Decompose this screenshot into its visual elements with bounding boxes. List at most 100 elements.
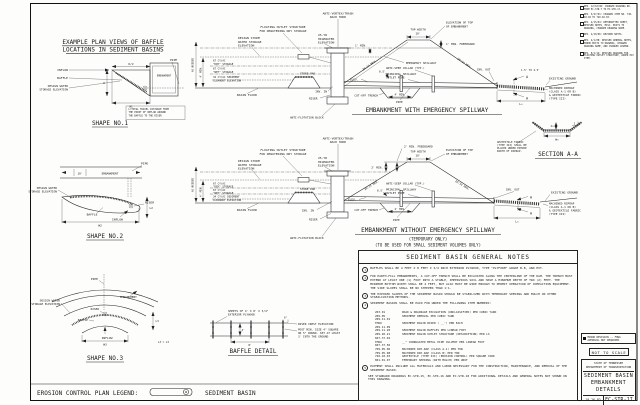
item-no: 203-01 [375,310,386,314]
shape3-dim-bottom: W3 [103,343,107,347]
trash-rack-hood-1 [326,47,349,54]
note-number: 5 [362,364,369,372]
shape2-dim-bottom: W2 [98,224,102,228]
e1-freeboard-label: 1' MIN. FREEBOARD [446,42,475,46]
not-to-scale-stamp: NOT TO SCALE [589,347,629,356]
embankment-with-spillway-title: EMBANKMENT WITH EMERGENCY SPILLWAY [366,107,489,114]
note-text: BAFFLES SHALL BE 4 FEET X 8 FEET X 3/4 I… [370,265,544,270]
shape2-embankment-label: EMBANKMENT [102,171,119,175]
embankment-without-spillway-drawing: ANTI-VORTEX/TRASH RACK HOOD FLOATING OUT… [191,137,582,248]
e2-subtitle-2: (TO BE USED FOR SMALL SEDIMENT VOLUMES O… [375,243,481,248]
e2-design-storm-label2: WATER STORAGE [238,163,262,167]
revision-entry: REV. 8/1/12: REVISED DRAWING FOR FLOATIN… [584,51,634,61]
e1-riprap-label3: & GEOTEXTILE FABRIC [549,93,581,97]
note-text: SEDIMENT BASINS SHALL BE PAID FOR UNDER … [370,301,492,306]
baffle-riser-crest-label: RISER CREST ELEVATION [298,322,334,326]
item-desc: __" CORRUGATED METAL PIPE CULVERT PER LI… [402,339,485,344]
item-no: 709-05.06 [375,346,391,351]
e2-pipe-label: PIPE [393,218,400,222]
shape3-dwse-label1: DESIGN WATER [40,299,61,303]
drawing-number: EC-STR-17 [605,397,633,403]
e2-stone-pad-label: STONE PAD [300,187,315,191]
department-name: DEPARTMENT OF TRANSPORTATION [585,364,632,369]
general-notes-title: SEDIMENT BASIN GENERAL NOTES [359,251,577,264]
e2-section-a-top: A [530,196,533,200]
note-text: FOR EARTH-FILL EMBANKMENTS, A CUT-OFF TR… [370,274,573,290]
item-desc: ROAD & DRAINAGE EXCAVATION (UNCLASSIFIED… [402,310,497,314]
e1-section-a-top: A [526,75,529,79]
e1-as-needed-dim: AS NEEDED [191,58,195,72]
item-no: 607-37.02 [375,335,391,340]
general-note-4: 4 SEDIMENT BASINS SHALL BE PAID FOR UNDE… [362,301,574,309]
e2-highwater-label1: 25-YR [318,156,327,160]
shape3-embankment-label: EMBANKMENT [120,295,137,299]
e2-inv-out-label: INV. OUT [506,188,520,192]
e1-inv-in-label: INV. IN [315,90,327,94]
item-no: THRU [375,321,382,326]
shape3-riser-label: RISER [91,307,100,311]
e1-trench-4min: 4' MIN. [395,93,406,97]
e1-cleanout-label2: CLEANOUT ELEVATION [213,78,242,82]
baffle-post-label2: OR 5" ROUND. SET AT LEAST [298,331,340,335]
stone-pad-1 [287,76,321,89]
item-no: THRU [375,339,382,344]
revision-checkbox [580,33,585,38]
pay-item-row: 607-37.50 [375,343,574,348]
e1-stone-pad-label: STONE PAD [300,72,315,76]
e2-principal-spillway-label2: OUTLET PIPE [386,191,405,195]
e1-cleanout-label1: 34 CY/AC SEDIMENT [213,75,240,79]
item-desc: SEDIMENT BASIN RISER ( __') PER EACH [402,321,463,326]
e1-4min-dim: 4' MIN. [199,67,203,78]
item-no: 607-37.50 [375,343,391,348]
e1-highwater-label1: 25-YR [318,33,327,37]
shape3-caption: SHAPE NO.3 [87,355,124,362]
note-text: SEE STANDARD DRAWINGS EC-STR-15, EC-STR-… [368,373,567,382]
state-name: STATE OF TENNESSEE [593,361,624,365]
shape2-dim-right: L2 [150,206,154,210]
e1-inv-out-label: INV. OUT [477,68,491,72]
shape1-note-line1: L=TOTAL TRAVEL DISTANCE FROM [129,108,170,111]
e1-highwater-label2: HIGHWATER [318,37,334,41]
e1-top-elev-label2: OF EMBANKMENT [446,24,468,28]
e2-riprap-label2: (CLASS A-1 OR B) [549,205,576,209]
legend-row: EROSION CONTROL PLAN LEGEND: SEDIMENT BA… [37,388,256,397]
shape3-baffle-label: BAFFLE [78,318,88,322]
item-no: 209-11.01 [375,317,391,322]
shape2-pipe-label: PIPE [141,162,148,166]
shape1-dwse-label1: DESIGN WATER [48,84,69,88]
e2-principal-spillway-label1: PRINCIPAL SPILLWAY [386,188,417,192]
shape-1-plan: EMBANKMENT PIPE INFLOW BAFFLE DESIGN WAT… [39,58,186,128]
revision-checkbox [580,52,585,57]
item-desc: MACHINED RIP-RAP (CLASS A-1) PER TON [402,346,463,351]
e2-antivortex-label2: RACK HOOD [330,140,346,144]
title-block: STATE OF TENNESSEE DEPARTMENT OF TRANSPO… [581,359,636,405]
e2-riser-label: RISER [309,218,318,222]
note-number: 4 [362,302,369,309]
e1-design-storm-label3: ELEVATION [238,44,254,48]
item-no: 801-01.07 [375,357,391,362]
e1-antivortex-label1: ANTI-VORTEX/TRASH [323,12,354,16]
e2-right-slope-label: 2H:1V MAX. [454,179,471,191]
aa-geotextile-label3: PLACED UNDER ENTIRE [497,146,527,150]
section-aa-caption: SECTION A-A [538,151,578,158]
revision-entry: REV. 4/15/04: REFORMATTED SHEET, REVISED… [584,21,629,30]
item-no: 740-10.03 [375,354,391,359]
embankment-with-spillway-drawing: ANTI-VORTEX/TRASH RACK HOOD FLOATING OUT… [191,12,582,120]
pay-item-row: 709-05.06 MACHINED RIP-RAP (CLASS A-1) PE… [375,346,574,352]
pay-item-row: 209-11.09 [375,325,574,330]
e2-highwater-label2: HIGHWATER [318,160,334,164]
e2-inv-in-label: INV. IN [302,209,314,213]
shape1-dwse-label2: STORAGE ELEVATION [39,88,68,92]
minor-revision-box: MINOR REVISION -- FHWA APPROVAL NOT REQU… [581,333,636,344]
item-desc: SEDIMENT BASIN OUTLET STRUCTURE (DESCRIP… [402,332,490,337]
shape1-pipe-label: PIPE [170,58,177,62]
item-no: 709-05.08 [375,350,391,355]
e1-top-elev-label1: ELEVATION OF TOP [446,21,473,25]
item-no: 209-05 [375,313,386,318]
revision-entry: REV. 4/10/06: REVISED NOTES. [584,32,623,36]
